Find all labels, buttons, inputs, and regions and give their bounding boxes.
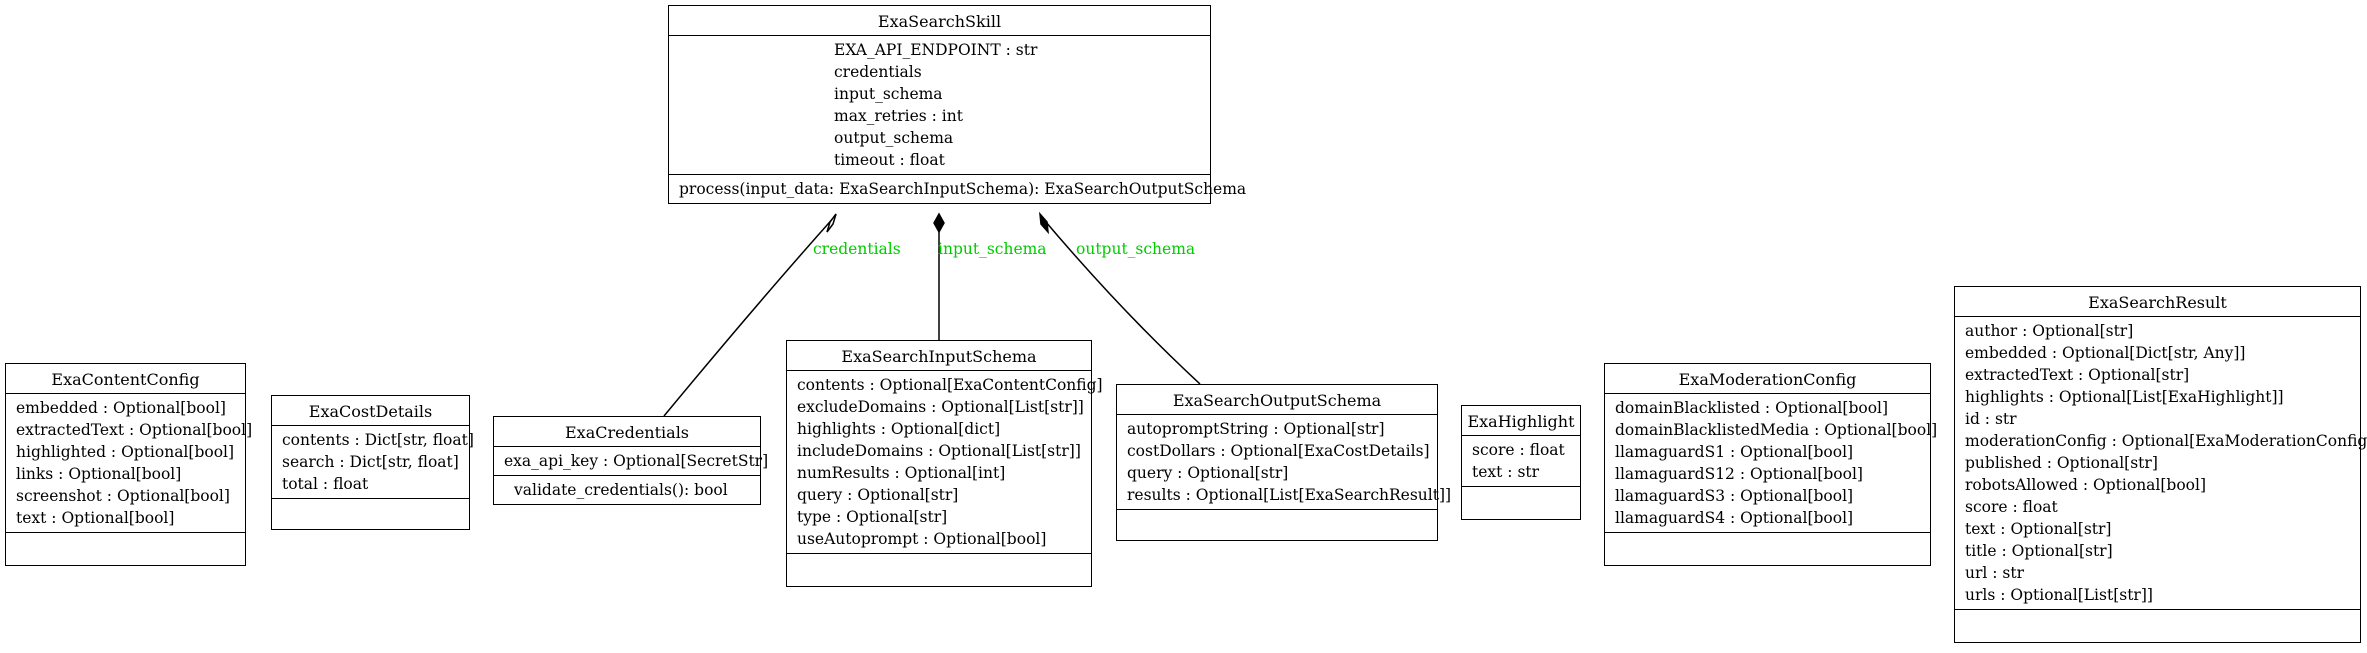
attribute: includeDomains : Optional[List[str]] [797,442,1081,460]
attribute: input_schema [834,85,943,103]
attribute: moderationConfig : Optional[ExaModeratio… [1965,432,2367,450]
class-attributes: contents : Optional[ExaContentConfig] ex… [787,371,1103,554]
attribute: contents : Optional[ExaContentConfig] [797,376,1103,394]
attribute: useAutoprompt : Optional[bool] [797,530,1047,548]
attribute: text : str [1472,463,1540,481]
edge-label-output-schema: output_schema [1076,240,1196,258]
class-title: ExaModerationConfig [1605,364,1930,394]
class-exa-highlight[interactable]: ExaHighlight score : float text : str [1461,405,1581,520]
class-exa-moderation-config[interactable]: ExaModerationConfig domainBlacklisted : … [1604,363,1938,566]
attribute: screenshot : Optional[bool] [16,487,230,505]
class-title: ExaSearchResult [1955,287,2360,317]
class-attributes: embedded : Optional[bool] extractedText … [6,394,253,533]
class-title: ExaSearchInputSchema [787,341,1091,371]
attribute: timeout : float [834,151,945,169]
class-attributes: exa_api_key : Optional[SecretStr] [494,447,769,476]
attribute: title : Optional[str] [1965,542,2113,560]
edge-credentials [663,214,837,417]
class-exa-content-config[interactable]: ExaContentConfig embedded : Optional[boo… [5,363,253,566]
class-title: ExaSearchOutputSchema [1117,385,1437,415]
attribute: results : Optional[List[ExaSearchResult]… [1127,486,1452,504]
class-exa-search-skill[interactable]: ExaSearchSkill EXA_API_ENDPOINT : str cr… [668,5,1247,204]
method: process(input_data: ExaSearchInputSchema… [679,180,1247,198]
class-exa-search-input-schema[interactable]: ExaSearchInputSchema contents : Optional… [786,340,1103,587]
attribute: extractedText : Optional[str] [1965,366,2190,384]
attribute: query : Optional[str] [1127,464,1289,482]
attribute: type : Optional[str] [797,508,948,526]
class-methods: validate_credentials(): bool [494,476,760,504]
class-title: ExaContentConfig [6,364,245,394]
class-attributes: EXA_API_ENDPOINT : str credentials input… [669,36,1210,175]
attribute: llamaguardS4 : Optional[bool] [1615,509,1854,527]
class-methods [1462,487,1580,519]
attribute: credentials [834,63,922,81]
attribute: score : float [1965,498,2058,516]
class-exa-search-output-schema[interactable]: ExaSearchOutputSchema autopromptString :… [1116,384,1452,541]
attribute: highlights : Optional[List[ExaHighlight]… [1965,388,2284,406]
aggregation-diamond-icon [826,213,837,233]
attribute: total : float [282,475,369,493]
attribute: urls : Optional[List[str]] [1965,586,2153,604]
attribute: highlighted : Optional[bool] [16,443,235,461]
class-exa-credentials[interactable]: ExaCredentials exa_api_key : Optional[Se… [493,416,769,505]
class-methods [787,554,1091,586]
class-title: ExaCredentials [494,417,760,447]
class-methods: process(input_data: ExaSearchInputSchema… [669,175,1247,203]
composition-diamond-icon [933,212,945,234]
attribute: embedded : Optional[Dict[str, Any]] [1965,344,2246,362]
class-methods [272,499,469,529]
attribute: embedded : Optional[bool] [16,399,226,417]
attribute: author : Optional[str] [1965,322,2134,340]
attribute: autopromptString : Optional[str] [1127,420,1385,438]
attribute: output_schema [834,129,954,147]
attribute: numResults : Optional[int] [797,464,1006,482]
attribute: domainBlacklisted : Optional[bool] [1615,399,1889,417]
edge-output-schema [1039,214,1201,385]
class-title: ExaHighlight [1462,406,1580,436]
class-attributes: contents : Dict[str, float] search : Dic… [272,426,474,499]
attribute: url : str [1965,564,2025,582]
attribute: exa_api_key : Optional[SecretStr] [504,452,769,470]
attribute: llamaguardS1 : Optional[bool] [1615,443,1854,461]
class-methods [6,533,245,565]
class-title: ExaSearchSkill [669,6,1210,36]
attribute: llamaguardS12 : Optional[bool] [1615,465,1863,483]
class-attributes: author : Optional[str] embedded : Option… [1955,317,2367,610]
attribute: text : Optional[str] [1965,520,2112,538]
attribute: id : str [1965,410,2017,428]
attribute: score : float [1472,441,1565,459]
attribute: highlights : Optional[dict] [797,420,1001,438]
class-exa-cost-details[interactable]: ExaCostDetails contents : Dict[str, floa… [271,395,474,530]
class-attributes: domainBlacklisted : Optional[bool] domai… [1605,394,1938,533]
attribute: domainBlacklistedMedia : Optional[bool] [1615,421,1938,439]
composition-diamond-icon [1039,211,1049,235]
attribute: query : Optional[str] [797,486,959,504]
edge-label-credentials: credentials [813,240,901,258]
attribute: max_retries : int [834,107,963,125]
class-methods [1117,510,1437,540]
class-title: ExaCostDetails [272,396,469,426]
attribute: text : Optional[bool] [16,509,175,527]
class-attributes: autopromptString : Optional[str] costDol… [1117,415,1452,510]
attribute: excludeDomains : Optional[List[str]] [797,398,1084,416]
attribute: extractedText : Optional[bool] [16,421,253,439]
class-exa-search-result[interactable]: ExaSearchResult author : Optional[str] e… [1954,286,2367,643]
attribute: EXA_API_ENDPOINT : str [834,41,1038,59]
attribute: published : Optional[str] [1965,454,2158,472]
attribute: search : Dict[str, float] [282,453,459,471]
attribute: llamaguardS3 : Optional[bool] [1615,487,1854,505]
attribute: robotsAllowed : Optional[bool] [1965,476,2207,494]
attribute: contents : Dict[str, float] [282,431,474,449]
class-methods [1605,533,1930,565]
edge-label-input-schema: input_schema [938,240,1047,258]
method: validate_credentials(): bool [514,481,728,499]
attribute: links : Optional[bool] [16,465,182,483]
class-attributes: score : float text : str [1462,436,1580,487]
attribute: costDollars : Optional[ExaCostDetails] [1127,442,1430,460]
class-methods [1955,610,2360,642]
